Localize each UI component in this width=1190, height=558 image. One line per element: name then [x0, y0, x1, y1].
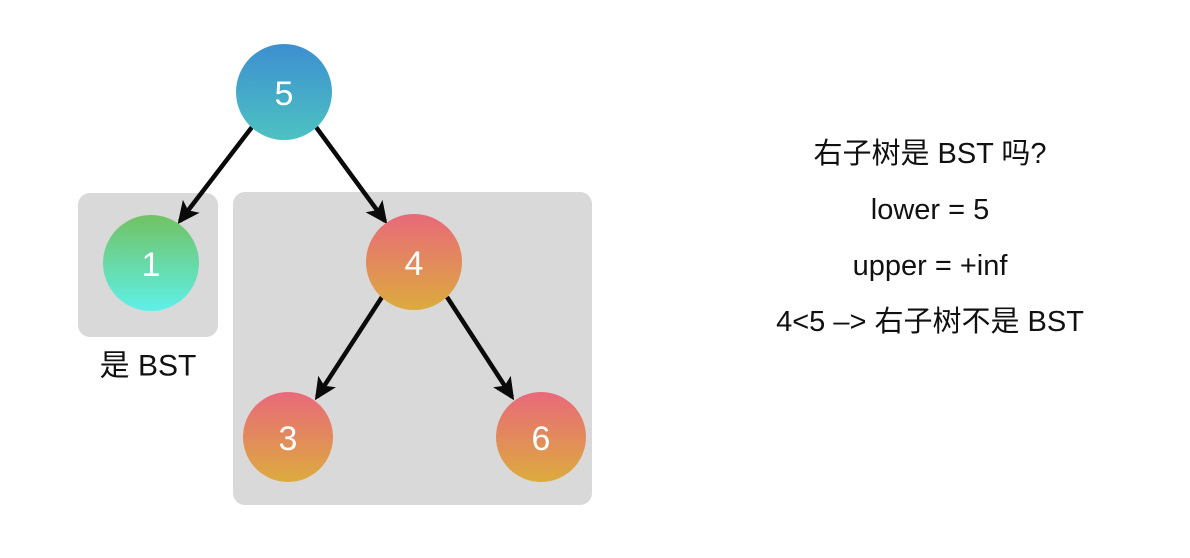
- annotation-lower-bound: lower = 5: [870, 194, 990, 226]
- edge-5-to-4: [314, 125, 388, 225]
- edge-4-to-3: [314, 295, 384, 401]
- node-6-circle[interactable]: [496, 392, 586, 482]
- node-6[interactable]: 6: [496, 392, 586, 482]
- node-1[interactable]: 1: [103, 215, 199, 311]
- left-subtree-caption: 是 BST: [100, 350, 197, 383]
- annotation-panel: 右子树是 BST 吗? lower = 5 upper = +inf 4<5 –…: [700, 140, 1160, 337]
- node-1-circle[interactable]: [103, 215, 199, 311]
- node-5[interactable]: 5: [236, 44, 332, 140]
- annotation-conclusion: 4<5 –> 右子树不是 BST: [776, 306, 1084, 338]
- annotation-question: 右子树是 BST 吗?: [813, 138, 1047, 170]
- node-3-circle[interactable]: [243, 392, 333, 482]
- node-1-label: 1: [142, 246, 161, 284]
- node-5-label: 5: [275, 75, 294, 113]
- edge-4-to-6: [445, 295, 515, 401]
- annotation-upper-bound: upper = +inf: [852, 250, 1008, 282]
- node-3-label: 3: [279, 420, 298, 458]
- edge-5-to-1: [177, 125, 254, 225]
- node-4[interactable]: 4: [366, 214, 462, 310]
- node-5-circle[interactable]: [236, 44, 332, 140]
- node-4-label: 4: [405, 245, 424, 283]
- node-6-label: 6: [532, 420, 551, 458]
- node-3[interactable]: 3: [243, 392, 333, 482]
- node-4-circle[interactable]: [366, 214, 462, 310]
